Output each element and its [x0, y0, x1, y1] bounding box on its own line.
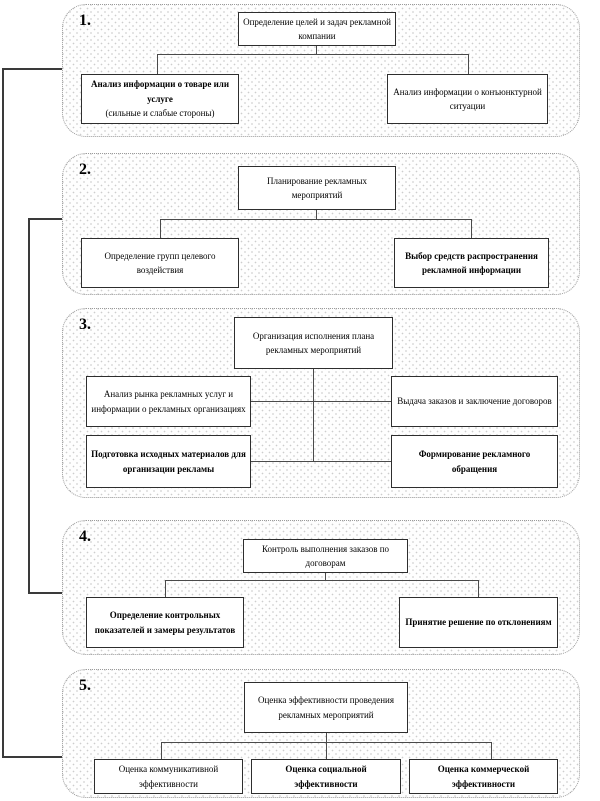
stage-2-child-media-choice-box: Выбор средств распространения рекламной …: [394, 238, 549, 288]
feedback-loop-inner-vertical-line: [28, 218, 30, 594]
stage-5-top-box: Оценка эффективности проведения рекламны…: [244, 682, 408, 733]
stage-1-connector-right-stub: [468, 54, 469, 75]
stage-3-connector-central-vertical: [313, 369, 314, 462]
stage-1-connector-top-stub: [316, 46, 317, 55]
stage-4-connector-horizontal: [165, 580, 479, 581]
stage-5-connector-left-stub: [161, 742, 162, 760]
stage-4-number: 4.: [79, 528, 91, 545]
stage-4-container: 4. Контроль выполнения заказов по догово…: [62, 520, 580, 655]
stage-3-container: 3. Организация исполнения плана рекламны…: [62, 308, 580, 498]
stage-3-child-ad-message-label: Формирование рекламного обращения: [418, 449, 531, 474]
feedback-loop-outer-bottom-line: [2, 756, 62, 758]
stage-3-top-box: Организация исполнения плана рекламных м…: [234, 317, 393, 369]
stage-4-connector-left-stub: [165, 580, 166, 598]
stage-1-container: 1. Определение целей и задач рекламной к…: [62, 4, 580, 137]
stage-3-child-ad-market-analysis-label: Анализ рынка рекламных услуг и информаци…: [91, 389, 246, 414]
stage-3-connector-lower-rung: [251, 461, 391, 462]
stage-2-connector-left-stub: [160, 219, 161, 239]
stage-5-connector-middle-stub: [326, 742, 327, 760]
stage-3-child-source-materials-label: Подготовка исходных материалов для орган…: [91, 449, 246, 474]
stage-4-child-deviation-decisions-box: Принятие решение по отклонениям: [399, 597, 558, 648]
stage-1-top-box: Определение целей и задач рекламной комп…: [238, 12, 396, 46]
stage-1-connector-left-stub: [157, 54, 158, 75]
stage-1-connector-horizontal: [157, 54, 469, 55]
stage-5-number: 5.: [79, 677, 91, 694]
feedback-loop-inner-bottom-line: [28, 592, 62, 594]
stage-1-top-box-label: Определение целей и задач рекламной комп…: [243, 16, 391, 41]
stage-5-connector-top-stub: [326, 733, 327, 743]
stage-4-connector-top-stub: [325, 573, 326, 581]
feedback-loop-inner-top-line: [28, 218, 62, 220]
stage-5-child-social-label: Оценка социальной эффективности: [285, 764, 367, 789]
stage-4-top-box: Контроль выполнения заказов по договорам: [243, 539, 408, 573]
stage-2-number: 2.: [79, 161, 91, 178]
stage-5-connector-right-stub: [491, 742, 492, 760]
stage-4-child-deviation-decisions-label: Принятие решение по отклонениям: [405, 617, 552, 628]
stage-1-child-product-analysis-subtitle: (сильные и слабые стороны): [105, 108, 215, 119]
stage-2-connector-right-stub: [471, 219, 472, 239]
stage-2-top-box: Планирование рекламных мероприятий: [238, 166, 396, 210]
stage-1-child-product-analysis-box: Анализ информации о товаре или услуге (с…: [81, 74, 239, 124]
stage-3-top-box-label: Организация исполнения плана рекламных м…: [252, 330, 375, 355]
stage-5-child-commercial-label: Оценка коммерческой эффективности: [437, 764, 530, 789]
stage-4-child-control-indicators-box: Определение контрольных показателей и за…: [86, 597, 244, 648]
stage-4-top-box-label: Контроль выполнения заказов по договорам: [261, 543, 390, 568]
stage-2-child-media-choice-label: Выбор средств распространения рекламной …: [405, 250, 538, 275]
stage-2-container: 2. Планирование рекламных мероприятий Оп…: [62, 153, 580, 295]
stage-5-child-commercial-box: Оценка коммерческой эффективности: [409, 759, 558, 794]
stage-1-child-market-analysis-box: Анализ информации о конъюнктурной ситуац…: [387, 74, 548, 124]
stage-3-child-orders-contracts-box: Выдача заказов и заключение договоров: [391, 376, 558, 427]
feedback-loop-outer-vertical-line: [2, 68, 4, 758]
stage-4-child-control-indicators-label: Определение контрольных показателей и за…: [94, 610, 236, 635]
stage-3-child-orders-contracts-label: Выдача заказов и заключение договоров: [397, 396, 552, 407]
stage-1-child-market-analysis-label: Анализ информации о конъюнктурной ситуац…: [393, 86, 542, 111]
stage-5-child-communicative-box: Оценка коммуникативной эффективности: [94, 759, 243, 794]
stage-5-child-communicative-label: Оценка коммуникативной эффективности: [118, 764, 219, 789]
stage-5-child-social-box: Оценка социальной эффективности: [251, 759, 401, 794]
stage-5-container: 5. Оценка эффективности проведения рекла…: [62, 669, 580, 798]
stage-2-connector-horizontal: [160, 219, 472, 220]
stage-5-top-box-label: Оценка эффективности проведения рекламны…: [257, 695, 395, 720]
stage-2-child-target-groups-box: Определение групп целевого воздействия: [81, 238, 239, 288]
stage-3-number: 3.: [79, 316, 91, 333]
stage-3-child-source-materials-box: Подготовка исходных материалов для орган…: [86, 435, 251, 488]
feedback-loop-outer-top-line: [2, 68, 62, 70]
stage-3-child-ad-message-box: Формирование рекламного обращения: [391, 435, 558, 488]
stage-4-connector-right-stub: [478, 580, 479, 598]
stage-2-top-box-label: Планирование рекламных мероприятий: [266, 175, 368, 200]
stage-2-connector-top-stub: [316, 210, 317, 220]
stage-3-child-ad-market-analysis-box: Анализ рынка рекламных услуг и информаци…: [86, 376, 251, 427]
stage-1-number: 1.: [79, 12, 91, 29]
stage-3-connector-upper-rung: [251, 401, 391, 402]
stage-1-child-product-analysis-title: Анализ информации о товаре или услуге: [90, 79, 230, 104]
stage-2-child-target-groups-label: Определение групп целевого воздействия: [104, 250, 216, 275]
